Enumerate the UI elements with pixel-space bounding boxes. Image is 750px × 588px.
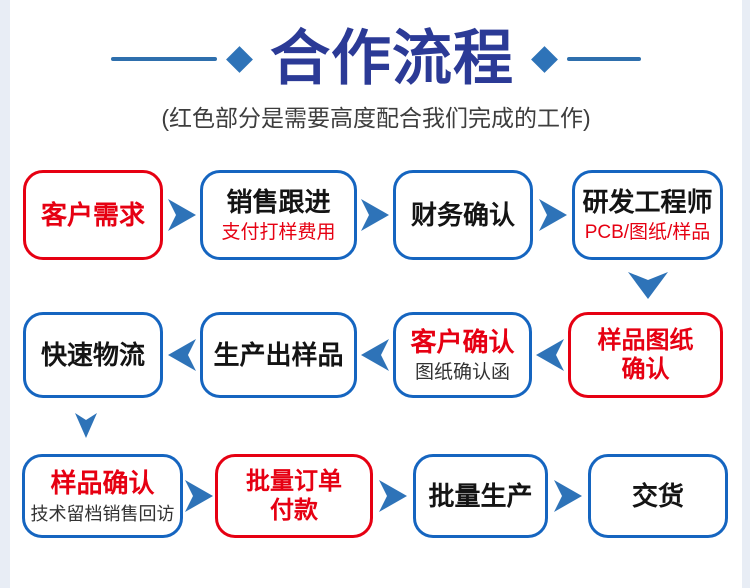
step-title: 交货 [631, 481, 684, 511]
flow-row-2: 快速物流 生产出样品 客户确认 图纸确认函 样品图纸 确认 [10, 312, 742, 398]
step-title: 客户确认 [410, 326, 515, 357]
arrow-left-icon [163, 312, 200, 398]
flow-row-3: 样品确认 技术留档销售回访 批量订单 付款 批量生产 交货 [10, 454, 742, 538]
page: 合作流程 (红色部分是需要高度配合我们完成的工作) 客户需求 销售跟进 支付打样… [10, 0, 742, 588]
arrow-right-icon [548, 454, 588, 538]
page-subtitle: (红色部分是需要高度配合我们完成的工作) [161, 105, 591, 131]
step-title: 研发工程师 [582, 186, 713, 217]
flow-step-bulk-order-payment: 批量订单 付款 [215, 454, 373, 538]
flow-step-produce-sample: 生产出样品 [200, 312, 357, 398]
step-title: 快速物流 [40, 340, 145, 370]
deco-line-right [567, 57, 641, 61]
arrow-right-icon [533, 170, 572, 260]
arrow-left-icon [532, 312, 568, 398]
step-title: 客户需求 [40, 200, 145, 230]
step-title: 批量生产 [428, 481, 533, 511]
step-title: 批量订单 付款 [246, 468, 342, 524]
step-subtitle: 支付打样费用 [221, 221, 336, 243]
arrow-right-icon [163, 170, 200, 260]
step-subtitle: PCB/图纸/样品 [584, 221, 711, 243]
step-title: 样品图纸 确认 [597, 327, 694, 383]
flow-step-customer-demand: 客户需求 [23, 170, 163, 260]
header: 合作流程 [10, 24, 742, 94]
step-subtitle: 图纸确认函 [414, 361, 510, 383]
arrow-right-icon [183, 454, 215, 538]
arrow-left-icon [357, 312, 393, 398]
flow-connector-2 [10, 398, 742, 454]
flow-step-rd-engineer: 研发工程师 PCB/图纸/样品 [572, 170, 723, 260]
flow-connector-1 [10, 260, 742, 312]
step-title: 销售跟进 [226, 186, 331, 217]
arrow-right-icon [357, 170, 393, 260]
step-title: 生产出样品 [213, 340, 344, 370]
flow-step-sample-confirm: 样品确认 技术留档销售回访 [22, 454, 183, 538]
flow-step-finance-confirm: 财务确认 [393, 170, 533, 260]
cooperation-flowchart: 客户需求 销售跟进 支付打样费用 财务确认 研发工程师 PCB/图纸/样品 [10, 170, 742, 538]
diamond-icon [226, 45, 253, 73]
flow-step-delivery: 交货 [588, 454, 728, 538]
deco-line-left [111, 57, 217, 61]
step-title: 财务确认 [410, 200, 515, 230]
diamond-icon [531, 45, 558, 73]
flow-step-customer-confirm: 客户确认 图纸确认函 [393, 312, 532, 398]
arrow-down-icon [75, 413, 97, 438]
step-subtitle: 技术留档销售回访 [30, 503, 175, 524]
arrow-right-icon [373, 454, 413, 538]
page-title: 合作流程 [270, 25, 514, 92]
flow-step-sample-drawing-confirm: 样品图纸 确认 [568, 312, 723, 398]
flow-row-1: 客户需求 销售跟进 支付打样费用 财务确认 研发工程师 PCB/图纸/样品 [10, 170, 742, 260]
step-title: 样品确认 [50, 467, 155, 498]
arrow-down-icon [628, 272, 668, 299]
flow-step-bulk-production: 批量生产 [413, 454, 548, 538]
flow-step-sales-follow-up: 销售跟进 支付打样费用 [200, 170, 357, 260]
flow-step-fast-logistics: 快速物流 [23, 312, 163, 398]
